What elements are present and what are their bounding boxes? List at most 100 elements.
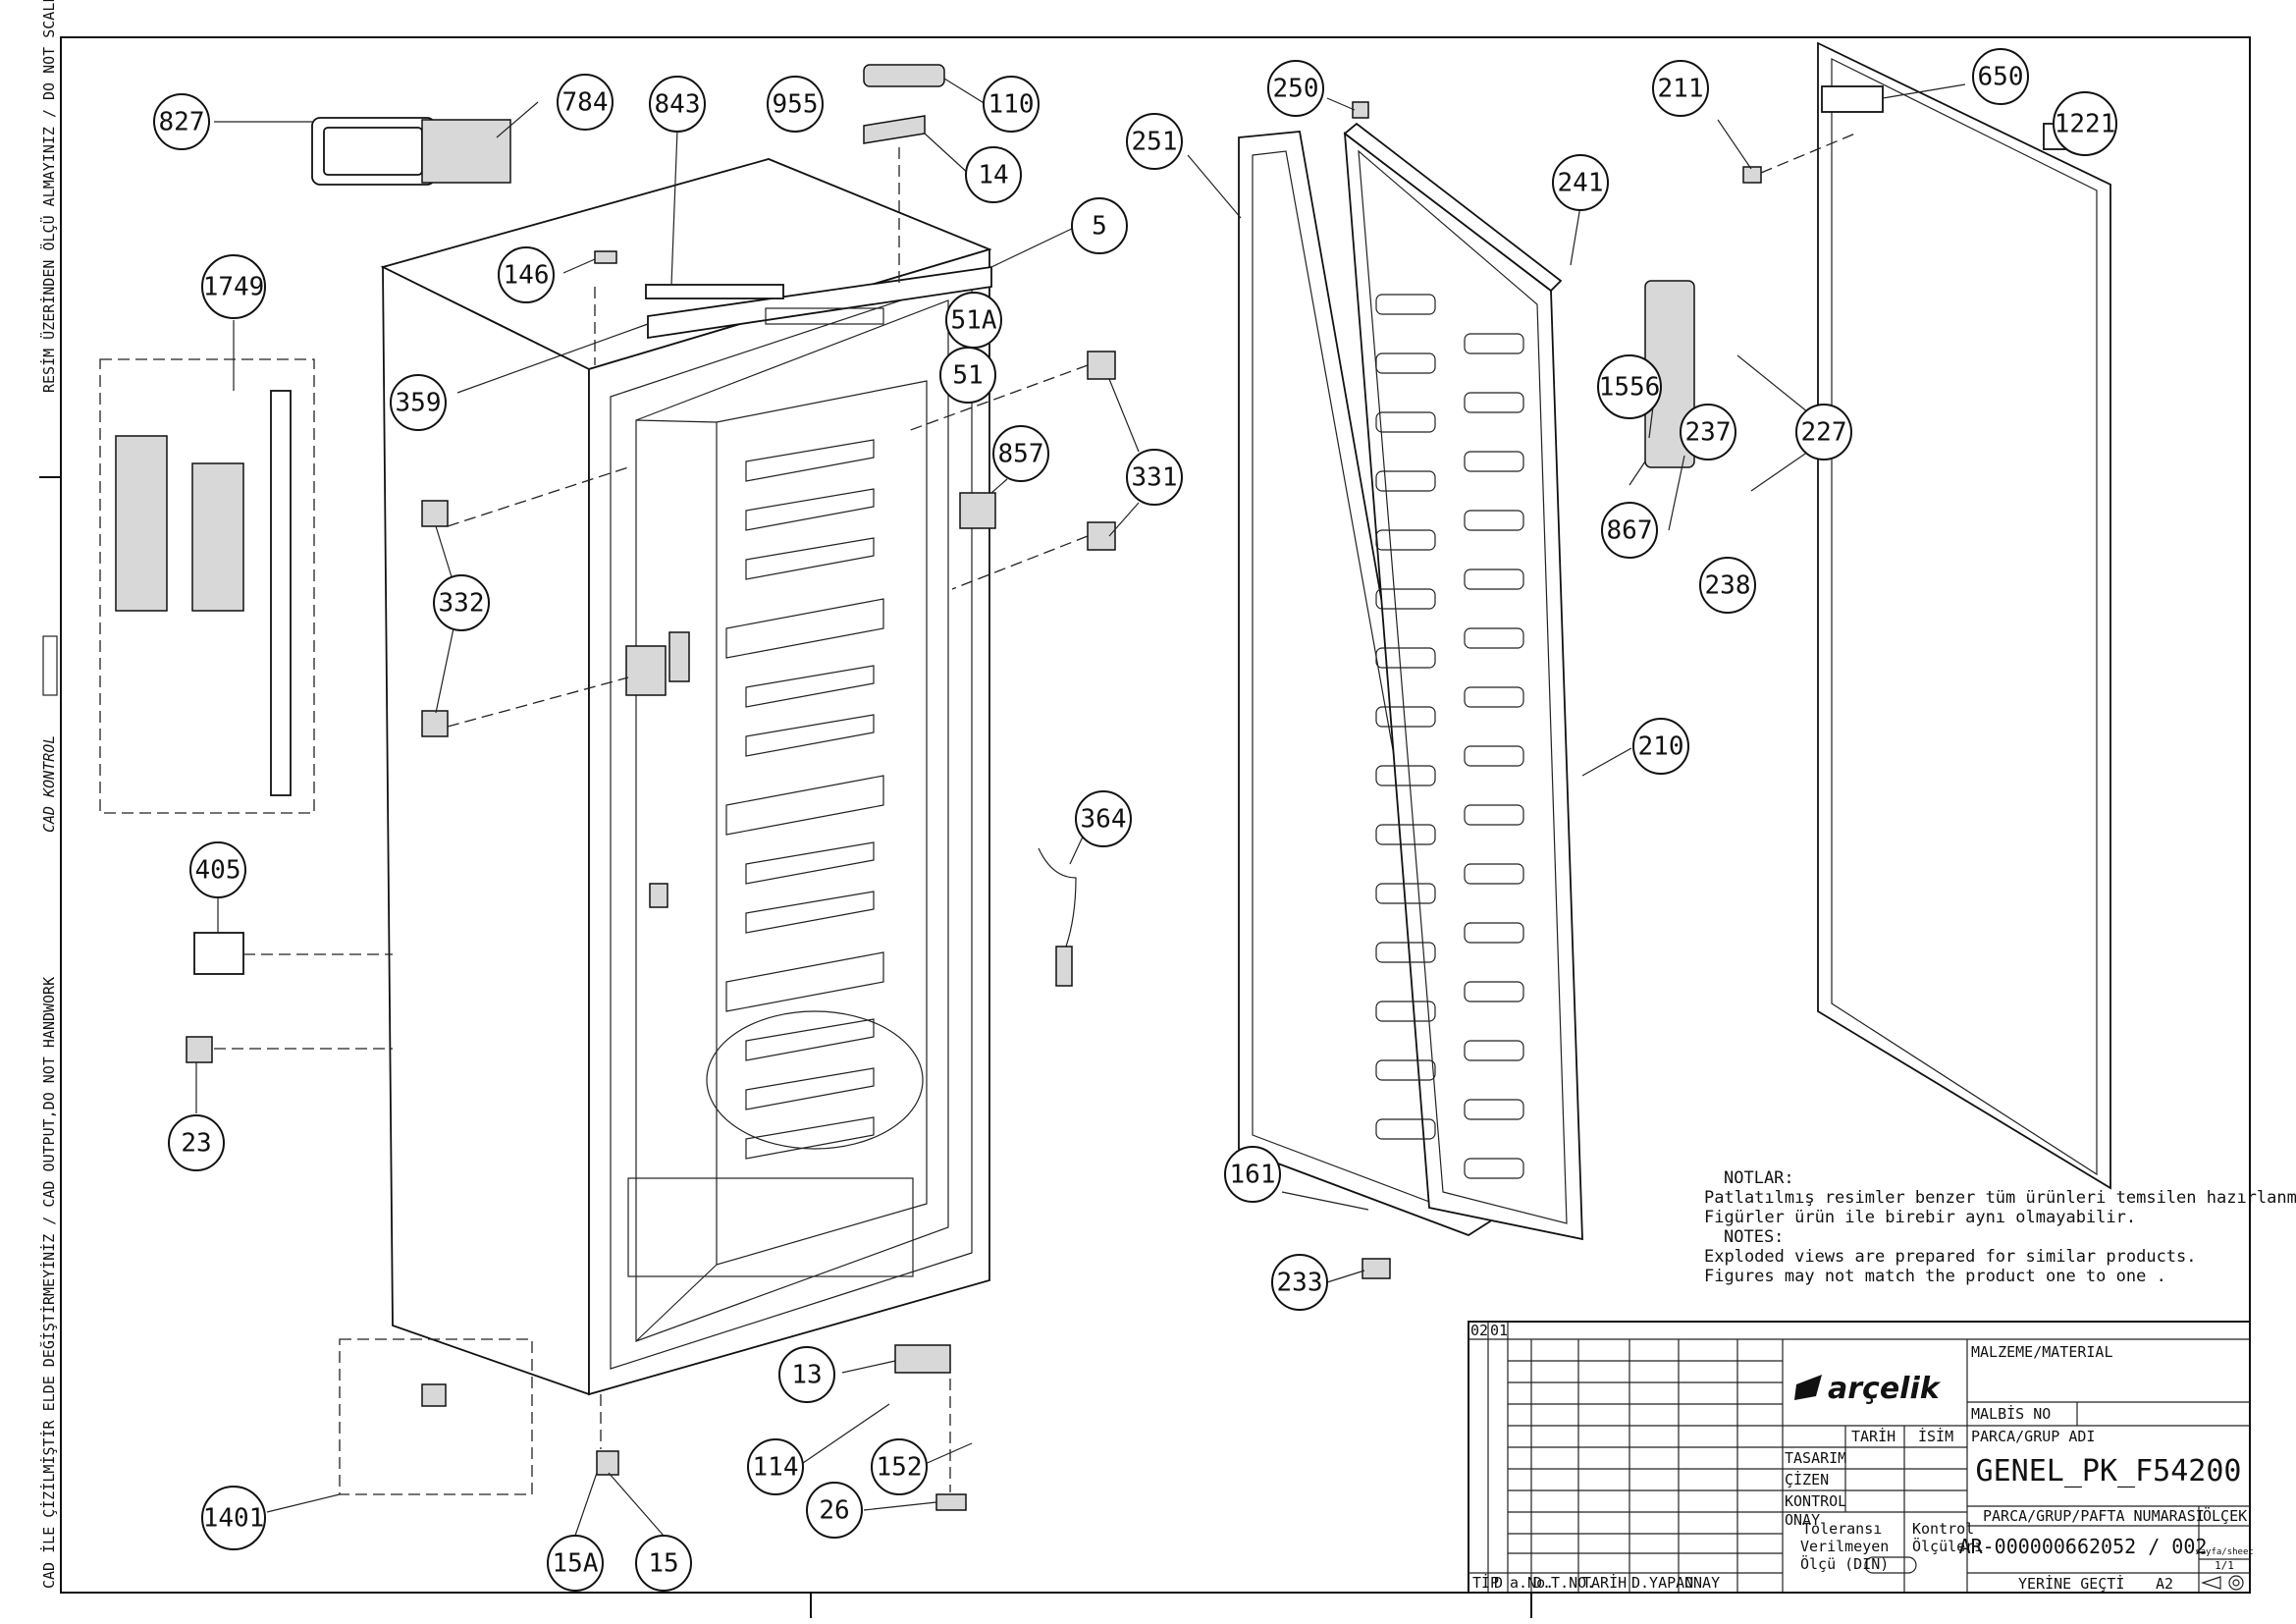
balloon-circle: [2053, 91, 2117, 156]
side-text-middle: CAD KONTROL: [40, 735, 58, 833]
balloon-circle: [498, 246, 555, 303]
part-label-51A: 51A: [951, 306, 997, 336]
hdr-tarih: TARİH: [1582, 1573, 1627, 1592]
part-label-332: 332: [439, 589, 485, 619]
tb-role-kontrol: KONTROL: [1785, 1492, 1846, 1510]
tb-group-name: GENEL_PK_F54200: [1976, 1454, 2242, 1489]
part-26: [935, 1493, 967, 1511]
balloon-circle: [747, 1438, 804, 1495]
part-label-784: 784: [562, 88, 609, 118]
balloon-circle: [1126, 113, 1183, 170]
kit-1749-box: [99, 358, 315, 814]
balloon-circle: [1680, 404, 1736, 460]
part-label-23: 23: [181, 1129, 211, 1159]
balloon-circle: [1126, 449, 1183, 506]
part-857: [959, 492, 996, 529]
part-label-14: 14: [978, 161, 1008, 190]
part-332-bottom: [421, 710, 449, 737]
tb-tarih-header: TARİH: [1851, 1427, 1896, 1445]
part-label-15: 15: [648, 1549, 678, 1579]
hdr-dtno: D.T.NO.: [1533, 1574, 1595, 1592]
part-label-237: 237: [1685, 418, 1732, 448]
side-text-bottom: CAD İLE ÇİZİLMİŞTİR ELDE DEĞİŞTİRMEYİNİZ…: [39, 977, 58, 1589]
part-14-hinge: [863, 115, 926, 144]
part-label-359: 359: [396, 389, 442, 418]
part-label-51: 51: [952, 361, 983, 391]
balloon-circle: [939, 347, 996, 404]
balloon-circle: [983, 76, 1040, 133]
tb-scale-label: ÖLÇEK: [2203, 1506, 2247, 1525]
part-405-box: [193, 932, 244, 975]
notes-line-4: Figures may not match the product one to…: [1704, 1267, 2166, 1286]
part-label-250: 250: [1273, 75, 1319, 104]
part-label-650: 650: [1978, 63, 2024, 92]
notes-line-3: Exploded views are prepared for similar …: [1704, 1247, 2197, 1267]
cabinet-shelves: [725, 439, 884, 1160]
projection-symbol-icon: [2201, 1575, 2244, 1591]
part-label-211: 211: [1658, 75, 1704, 104]
part-784-board: [421, 119, 511, 184]
balloon-circle: [1271, 1254, 1328, 1311]
side-text-top: RESİM ÜZERİNDEN ÖLÇÜ ALMAYINIZ / DO NOT …: [39, 0, 58, 393]
balloon-circle: [1267, 60, 1324, 117]
balloon-circle: [1601, 502, 1658, 559]
part-label-331: 331: [1132, 463, 1178, 493]
tb-kontrol-1: Kontrol: [1912, 1520, 1974, 1538]
tb-group-label: PARCA/GRUP ADI: [1971, 1428, 2095, 1445]
tb-paper: A2: [2156, 1575, 2173, 1593]
part-label-13: 13: [791, 1361, 822, 1390]
part-label-5: 5: [1092, 212, 1107, 242]
tb-sheet-value: 1/1: [2215, 1559, 2234, 1572]
tb-role-cizen: ÇİZEN: [1785, 1470, 1829, 1489]
part-23: [186, 1036, 213, 1063]
arcelik-logo-text: arçelik: [1828, 1372, 1942, 1406]
balloon-circle: [433, 574, 490, 631]
part-label-110: 110: [988, 90, 1035, 120]
drawing-border: [60, 36, 2251, 1594]
part-364-cable: [1038, 847, 1077, 947]
door-assembly: [1238, 41, 2111, 1279]
hdr-dyapan: D.YAPAN: [1631, 1574, 1693, 1592]
part-331-bottom: [1087, 521, 1116, 551]
balloon-circle: [1632, 718, 1689, 775]
balloon-circle: [1071, 197, 1128, 254]
cabinet: [380, 158, 992, 1396]
balloon-circle: [547, 1535, 604, 1592]
part-146: [594, 250, 617, 264]
part-label-238: 238: [1705, 571, 1751, 601]
notes-title-en: NOTES:: [1724, 1227, 1784, 1247]
hdr-ano: a.No.: [1510, 1574, 1554, 1592]
part-211: [1742, 166, 1762, 184]
hdr-d: D: [1494, 1574, 1503, 1592]
part-364-sensor: [1055, 946, 1073, 987]
part-label-405: 405: [195, 856, 241, 886]
part-331-top: [1087, 351, 1116, 380]
part-label-233: 233: [1277, 1269, 1323, 1298]
tb-part-number: AR-000000662052 / 002: [1959, 1535, 2208, 1558]
part-label-955: 955: [773, 90, 819, 120]
tb-replaced: YERİNE GEÇTİ: [2018, 1574, 2124, 1593]
part-label-1556: 1556: [1599, 373, 1661, 403]
notes-title-tr: NOTLAR:: [1724, 1168, 1794, 1188]
balloon-circle: [189, 841, 246, 898]
balloon-circle: [767, 76, 824, 133]
tb-kontrol-2: Ölçüleri: [1912, 1537, 1983, 1555]
dashed-leaders: [214, 133, 1856, 1492]
part-label-843: 843: [655, 90, 701, 120]
balloon-circle: [201, 254, 266, 319]
tb-role-onay: ONAY: [1785, 1511, 1820, 1529]
part-15: [596, 1450, 619, 1476]
balloon-circle: [1075, 790, 1132, 847]
tb-tolerance-1: Toleransı: [1802, 1520, 1882, 1538]
tb-sheet-label: sayfa/sheet: [2195, 1547, 2254, 1557]
part-250: [1352, 101, 1369, 119]
hdr-tip: TİP: [1472, 1573, 1499, 1592]
balloon-circle: [806, 1482, 863, 1539]
tb-tolerance-2: Verilmeyen: [1800, 1538, 1889, 1555]
part-650-label: [1821, 85, 1884, 113]
tb-number-label: PARCA/GRUP/PAFTA NUMARASI: [1983, 1507, 2205, 1525]
notes-line-1: Patlatılmış resimler benzer tüm ürünleri…: [1704, 1188, 2296, 1208]
part-label-210: 210: [1638, 732, 1684, 762]
balloon-circle: [390, 374, 447, 431]
